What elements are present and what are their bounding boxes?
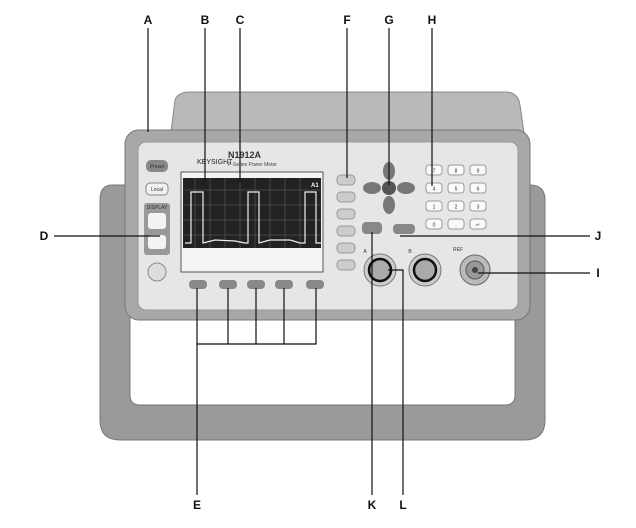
measurement-key-2[interactable]: [219, 280, 237, 289]
callout-c: C: [236, 13, 245, 27]
keypad-key-label: 2: [455, 205, 458, 211]
ref-label: REF: [453, 247, 463, 253]
zero-cal-button[interactable]: [362, 222, 382, 234]
keypad-key[interactable]: [469, 182, 487, 194]
arrow-down-button[interactable]: [383, 196, 395, 214]
keypad-key-label: 5: [455, 187, 458, 193]
softkey-1[interactable]: [336, 174, 356, 186]
preset-button[interactable]: [146, 160, 168, 172]
callout-j: J: [595, 229, 602, 243]
softkey-2[interactable]: [336, 191, 356, 203]
keypad-key-label: .: [455, 223, 456, 229]
measurement-key-5[interactable]: [306, 280, 324, 289]
model-subtitle: P-Series Power Meter: [228, 162, 277, 168]
keypad-key[interactable]: [447, 164, 465, 176]
arrow-right-button[interactable]: [397, 182, 415, 194]
keypad-key[interactable]: [425, 200, 443, 212]
display-layout-button[interactable]: [148, 235, 166, 249]
navigation-pad: [363, 162, 415, 214]
callout-d: D: [40, 229, 49, 243]
keypad-key[interactable]: [469, 200, 487, 212]
keypad-key-label: 1: [433, 205, 436, 211]
power-button[interactable]: [147, 262, 167, 282]
carry-handle: [99, 184, 546, 441]
model-number: N1912A: [228, 150, 262, 160]
callout-h: H: [428, 13, 437, 27]
callout-l: L: [399, 498, 406, 512]
keypad-key-label: 8: [455, 169, 458, 175]
keypad-key-label: 4: [433, 187, 436, 193]
measurement-keys: [189, 280, 324, 289]
callout-b: B: [201, 13, 210, 27]
keypad-key-label: 0: [433, 223, 436, 229]
callout-e: E: [193, 498, 201, 512]
keypad-key[interactable]: [469, 164, 487, 176]
arrow-left-button[interactable]: [363, 182, 381, 194]
callout-a: A: [144, 13, 153, 27]
pulse-trace: [185, 191, 321, 244]
callout-lines: [54, 28, 590, 495]
connector-b-label: B: [408, 249, 412, 255]
connector-a-label: A: [363, 249, 367, 255]
measurement-key-1[interactable]: [189, 280, 207, 289]
keypad-key-label: 9: [477, 169, 480, 175]
keypad-key[interactable]: [447, 218, 465, 230]
softkey-6[interactable]: [336, 259, 356, 271]
measurement-key-3[interactable]: [247, 280, 265, 289]
display-label: DISPLAY: [147, 205, 168, 211]
softkey-4[interactable]: [336, 225, 356, 237]
local-button[interactable]: [145, 182, 169, 196]
keypad-key-label: 3: [477, 205, 480, 211]
local-label: Local: [151, 187, 163, 193]
measurement-key-4[interactable]: [275, 280, 293, 289]
keypad-key[interactable]: [447, 182, 465, 194]
callout-k: K: [368, 498, 377, 512]
numeric-keypad: 7 8 9 4 5 6 1 2 3 0. ↵: [425, 164, 487, 230]
softkey-5[interactable]: [336, 242, 356, 254]
keypad-key[interactable]: [425, 164, 443, 176]
keypad-key[interactable]: [469, 218, 487, 230]
keypad-key[interactable]: [425, 182, 443, 194]
select-button[interactable]: [382, 181, 396, 195]
keypad-key-label: 7: [433, 169, 436, 175]
brand-logo: KEYSIGHT: [197, 159, 233, 166]
keypad-key[interactable]: [425, 218, 443, 230]
channel-button[interactable]: [393, 224, 415, 234]
keypad-key-label: 6: [477, 187, 480, 193]
channel-indicator: A1: [311, 183, 319, 189]
softkeys: [336, 174, 356, 271]
keypad-key[interactable]: [447, 200, 465, 212]
keypad-key-label: ↵: [476, 223, 480, 229]
display-up-down-button[interactable]: [148, 213, 166, 229]
screen-grid: [183, 178, 321, 248]
preset-label: Preset: [150, 164, 165, 170]
callout-g: G: [384, 13, 393, 27]
screen-graph: [183, 178, 321, 248]
softkey-3[interactable]: [336, 208, 356, 220]
callout-f: F: [343, 13, 350, 27]
callout-i: I: [596, 266, 599, 280]
